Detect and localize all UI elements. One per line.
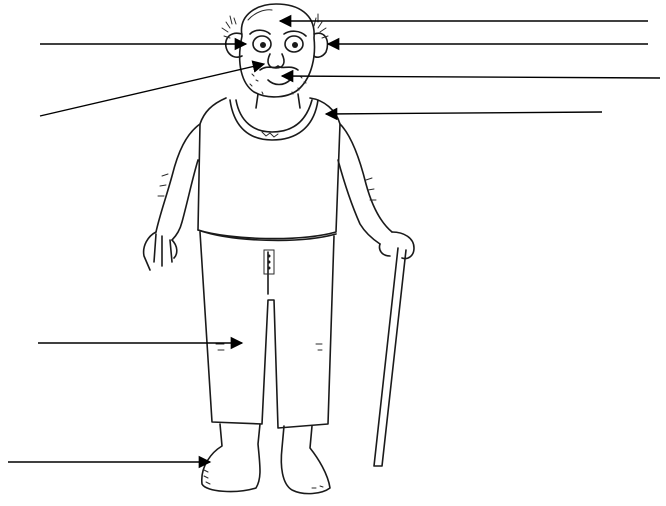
pointer-nose — [40, 64, 264, 116]
left-arm — [144, 124, 200, 270]
cane — [374, 248, 406, 466]
feet — [202, 424, 330, 494]
right-arm — [338, 124, 414, 259]
torso — [198, 98, 340, 240]
eyes — [250, 30, 306, 52]
pointer-mouth — [282, 76, 660, 78]
trousers — [200, 232, 334, 428]
old-man-figure — [144, 4, 414, 494]
ear-left — [222, 16, 242, 57]
pointer-shoulder — [326, 112, 602, 114]
nose — [260, 54, 298, 70]
head — [240, 4, 315, 97]
